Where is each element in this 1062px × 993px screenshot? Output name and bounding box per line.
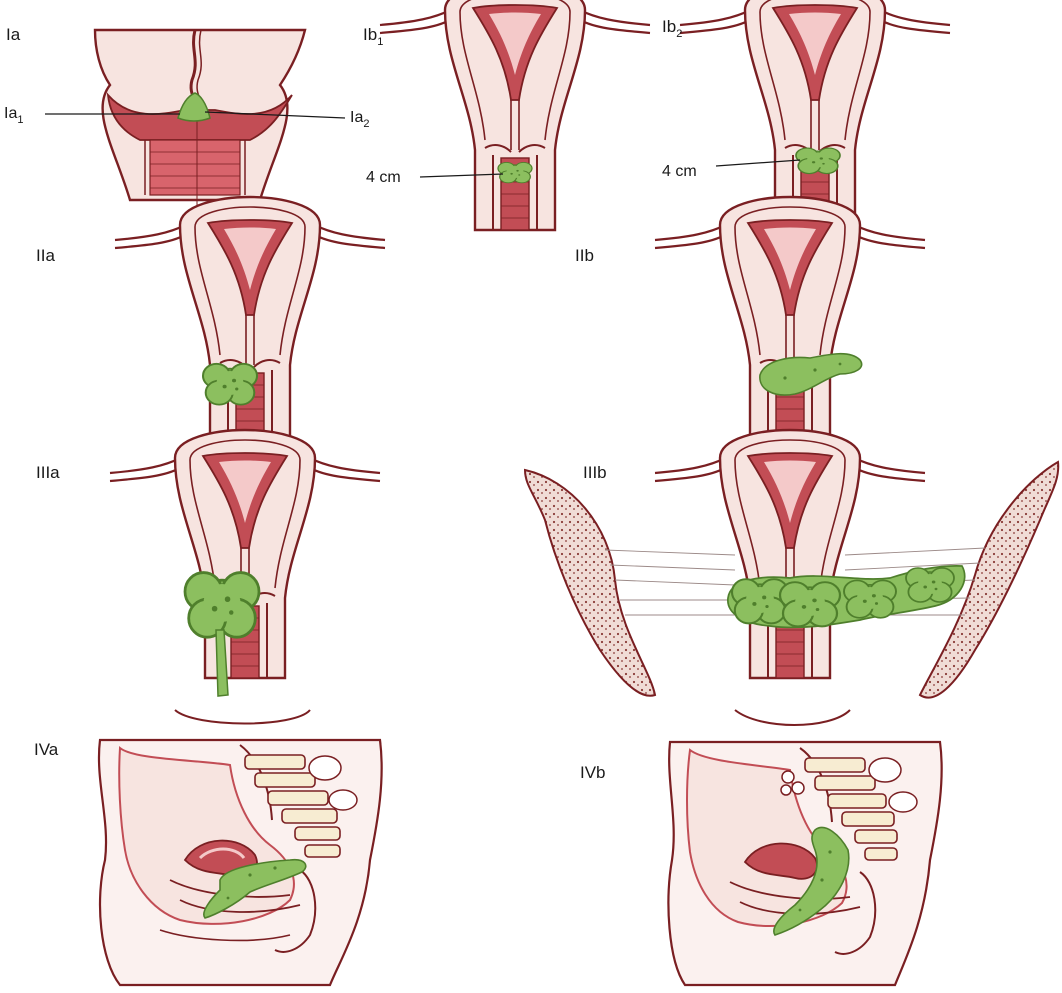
panel-iib: IIb <box>575 197 925 445</box>
stage-label-iiia: IIIa <box>36 463 60 482</box>
annotation-4cm-ib2: 4 cm <box>662 163 697 180</box>
stage-label-ia: Ia <box>6 25 21 44</box>
panel-iiia: IIIa <box>36 430 380 724</box>
panel-ib2: Ib2 4 cm <box>662 0 950 230</box>
annotation-ia2: Ia2 <box>350 109 369 130</box>
stage-label-ib2: Ib2 <box>662 17 682 40</box>
annotation-4cm-ib1: 4 cm <box>366 169 401 186</box>
pelvic-bone-left <box>525 470 655 696</box>
vulva-outline <box>735 710 850 725</box>
sagittal-pelvis-illustration <box>99 740 382 985</box>
uterus-illustration <box>115 197 385 445</box>
uterus-illustration <box>110 430 380 678</box>
panel-ivb: IVb <box>580 742 942 985</box>
uterus-illustration <box>680 0 950 230</box>
panel-ib1: Ib1 4 cm <box>363 0 650 230</box>
stage-label-iiib: IIIb <box>583 463 607 482</box>
uterus-illustration <box>655 430 925 678</box>
uterus-illustration <box>655 197 925 445</box>
uterus-illustration <box>380 0 650 230</box>
stage-label-ib1: Ib1 <box>363 25 383 48</box>
panel-ia: Ia Ia1 Ia2 <box>4 25 369 205</box>
sagittal-pelvis-illustration <box>668 742 941 985</box>
vulva-outline <box>175 710 310 724</box>
stage-label-ivb: IVb <box>580 763 606 782</box>
stage-label-iia: IIa <box>36 246 55 265</box>
panel-iiib: IIIb <box>525 430 1058 725</box>
panel-iia: IIa <box>36 197 385 445</box>
annotation-ia1: Ia1 <box>4 105 23 126</box>
tumor-lesion-ib2 <box>796 148 840 174</box>
tumor-lesion-iia <box>203 364 257 405</box>
tumor-lesion-ib1 <box>498 162 532 182</box>
stage-label-iva: IVa <box>34 740 59 759</box>
stage-label-iib: IIb <box>575 246 594 265</box>
panel-iva: IVa <box>34 740 382 985</box>
